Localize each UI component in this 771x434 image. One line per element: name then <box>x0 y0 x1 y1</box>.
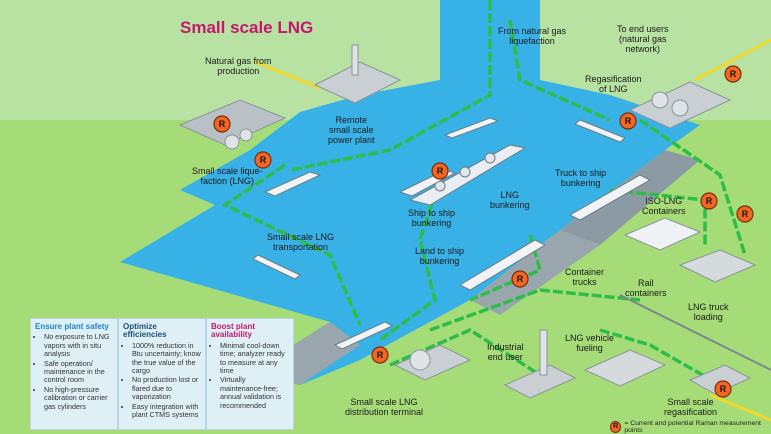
marker-iso <box>700 192 718 210</box>
panel-item: 1000% reduction in Btu uncertainty; know… <box>132 341 201 376</box>
label-from-liquefaction: From natural gas liquefaction <box>498 26 567 46</box>
label-container-trucks: Container trucks <box>565 267 605 287</box>
label-liquefaction: Small scale lique- faction (LNG) <box>192 166 263 186</box>
marker-letter: R <box>377 350 384 360</box>
liquefaction-ship <box>263 171 322 197</box>
panel-plant-safety: Ensure plant safety No exposure to LNG v… <box>30 318 118 430</box>
marker-letter: R <box>437 166 444 176</box>
production-platform <box>178 99 287 146</box>
marker-liquefaction <box>254 151 272 169</box>
route-vehicle-regas <box>599 328 721 387</box>
legend-text: = Current and potential Raman measuremen… <box>624 420 761 434</box>
panel-item: No exposure to LNG vapors with in situ a… <box>44 333 113 358</box>
lng-tanker-large <box>408 144 527 206</box>
route-liquefaction-transport <box>221 163 362 326</box>
route-terminal-rail <box>429 288 641 332</box>
marker-letter: R <box>720 384 727 394</box>
label-remote-power: Remote small scale power plant <box>328 115 375 145</box>
label-small-regas: Small scale regasification <box>664 397 718 417</box>
label-iso-containers: ISO-LNG Containers <box>642 196 686 216</box>
label-truck-to-ship: Truck to ship bunkering <box>555 168 607 188</box>
route-from-liquefaction <box>289 0 492 172</box>
regas-tank <box>651 91 669 109</box>
panel-item: Virtually maintenance-free; annual valid… <box>220 376 289 410</box>
production-tank <box>224 134 240 150</box>
panel-item: No production lost or flared due to vapo… <box>132 376 201 401</box>
marker-letter: R <box>730 69 737 79</box>
production-tank-2 <box>239 128 253 142</box>
label-natural-gas-production: Natural gas from production <box>205 56 272 76</box>
label-industrial-end-user: Industrial end user <box>487 342 524 362</box>
panel-item: Minimal cool-down time; analyzer ready t… <box>220 341 289 376</box>
marker-small-regas <box>714 380 732 398</box>
plants <box>178 44 771 399</box>
route-ship-bunkering <box>378 179 442 342</box>
panel-item: Safe operation/ maintenance in the contr… <box>44 359 113 385</box>
route-to-regas <box>508 19 611 122</box>
marker-letter: R <box>517 274 524 284</box>
marker-letter: R <box>742 209 749 219</box>
terminal-tank <box>409 349 431 371</box>
marker-letter: R <box>625 116 632 126</box>
pipeline-end-users <box>694 38 771 82</box>
label-distribution-terminal: Small scale LNG distribution terminal <box>345 397 424 417</box>
marker-truck-loading <box>736 205 754 223</box>
panel-boost-availability: Boost plant availability Minimal cool-do… <box>206 318 294 430</box>
label-transportation: Small scale LNG transportation <box>267 232 335 252</box>
route-land-bunkering <box>469 234 543 302</box>
label-to-end-users: To end users (natural gas network) <box>617 24 669 54</box>
legend-marker: R <box>610 421 622 433</box>
label-vehicle-fueling: LNG vehicle fueling <box>565 333 615 353</box>
regas-ship <box>574 119 626 143</box>
truck-ship <box>568 174 652 221</box>
panel-item: No high-pressure calibration or carrier … <box>44 385 113 411</box>
fueling-station <box>583 349 667 387</box>
panel-item: Easy integration with plant CTMS systems <box>132 402 201 420</box>
marker-land-bunkering <box>511 270 529 288</box>
industrial-plant <box>503 364 577 399</box>
panel-optimize-efficiencies: Optimize efficiencies 1000% reduction in… <box>118 318 206 430</box>
regas-tank-2 <box>671 99 689 117</box>
pipeline-small-regas <box>709 393 771 422</box>
label-lng-bunkering: LNG bunkering <box>490 190 530 210</box>
land-ship <box>458 239 547 291</box>
page-title: Small scale LNG <box>180 18 314 37</box>
marker-end-users <box>724 65 742 83</box>
marker-ship-bunkering <box>431 162 449 180</box>
power-plant-stack <box>351 44 359 76</box>
quay-edge <box>560 150 700 245</box>
marker-letter: R <box>260 155 267 165</box>
transport-ship <box>252 254 301 280</box>
marker-terminal <box>371 346 389 364</box>
label-land-to-ship: Land to ship bunkering <box>415 246 465 266</box>
marker-letter: R <box>219 119 226 129</box>
panel-title: Optimize efficiencies <box>123 322 167 340</box>
iso-containers <box>623 217 702 251</box>
small-regas-plant <box>688 364 752 395</box>
truck-loading <box>678 249 757 283</box>
raman-markers <box>213 65 754 398</box>
marker-letters: R R R R R R R R R R <box>219 69 749 394</box>
label-ship-to-ship: Ship to ship bunkering <box>408 208 456 228</box>
pipeline-production <box>254 60 321 90</box>
rail-line <box>619 294 771 371</box>
label-rail-containers: Rail containers <box>625 278 667 298</box>
terminal-ship <box>333 321 394 350</box>
industrial-stack <box>539 329 548 376</box>
marker-letter: R <box>706 196 713 206</box>
ships <box>252 117 652 350</box>
marker-regas <box>619 112 637 130</box>
power-plant <box>313 61 402 104</box>
marker-production <box>213 115 231 133</box>
panel-title: Boost plant availability <box>211 322 255 340</box>
legend: R = Current and potential Raman measurem… <box>610 420 771 434</box>
small-tanker-top <box>443 117 500 139</box>
panel-title: Ensure plant safety <box>35 322 109 331</box>
label-truck-loading: LNG truck loading <box>688 302 729 322</box>
label-regasification: Regasification of LNG <box>585 74 642 94</box>
route-regas-truck <box>639 118 747 256</box>
